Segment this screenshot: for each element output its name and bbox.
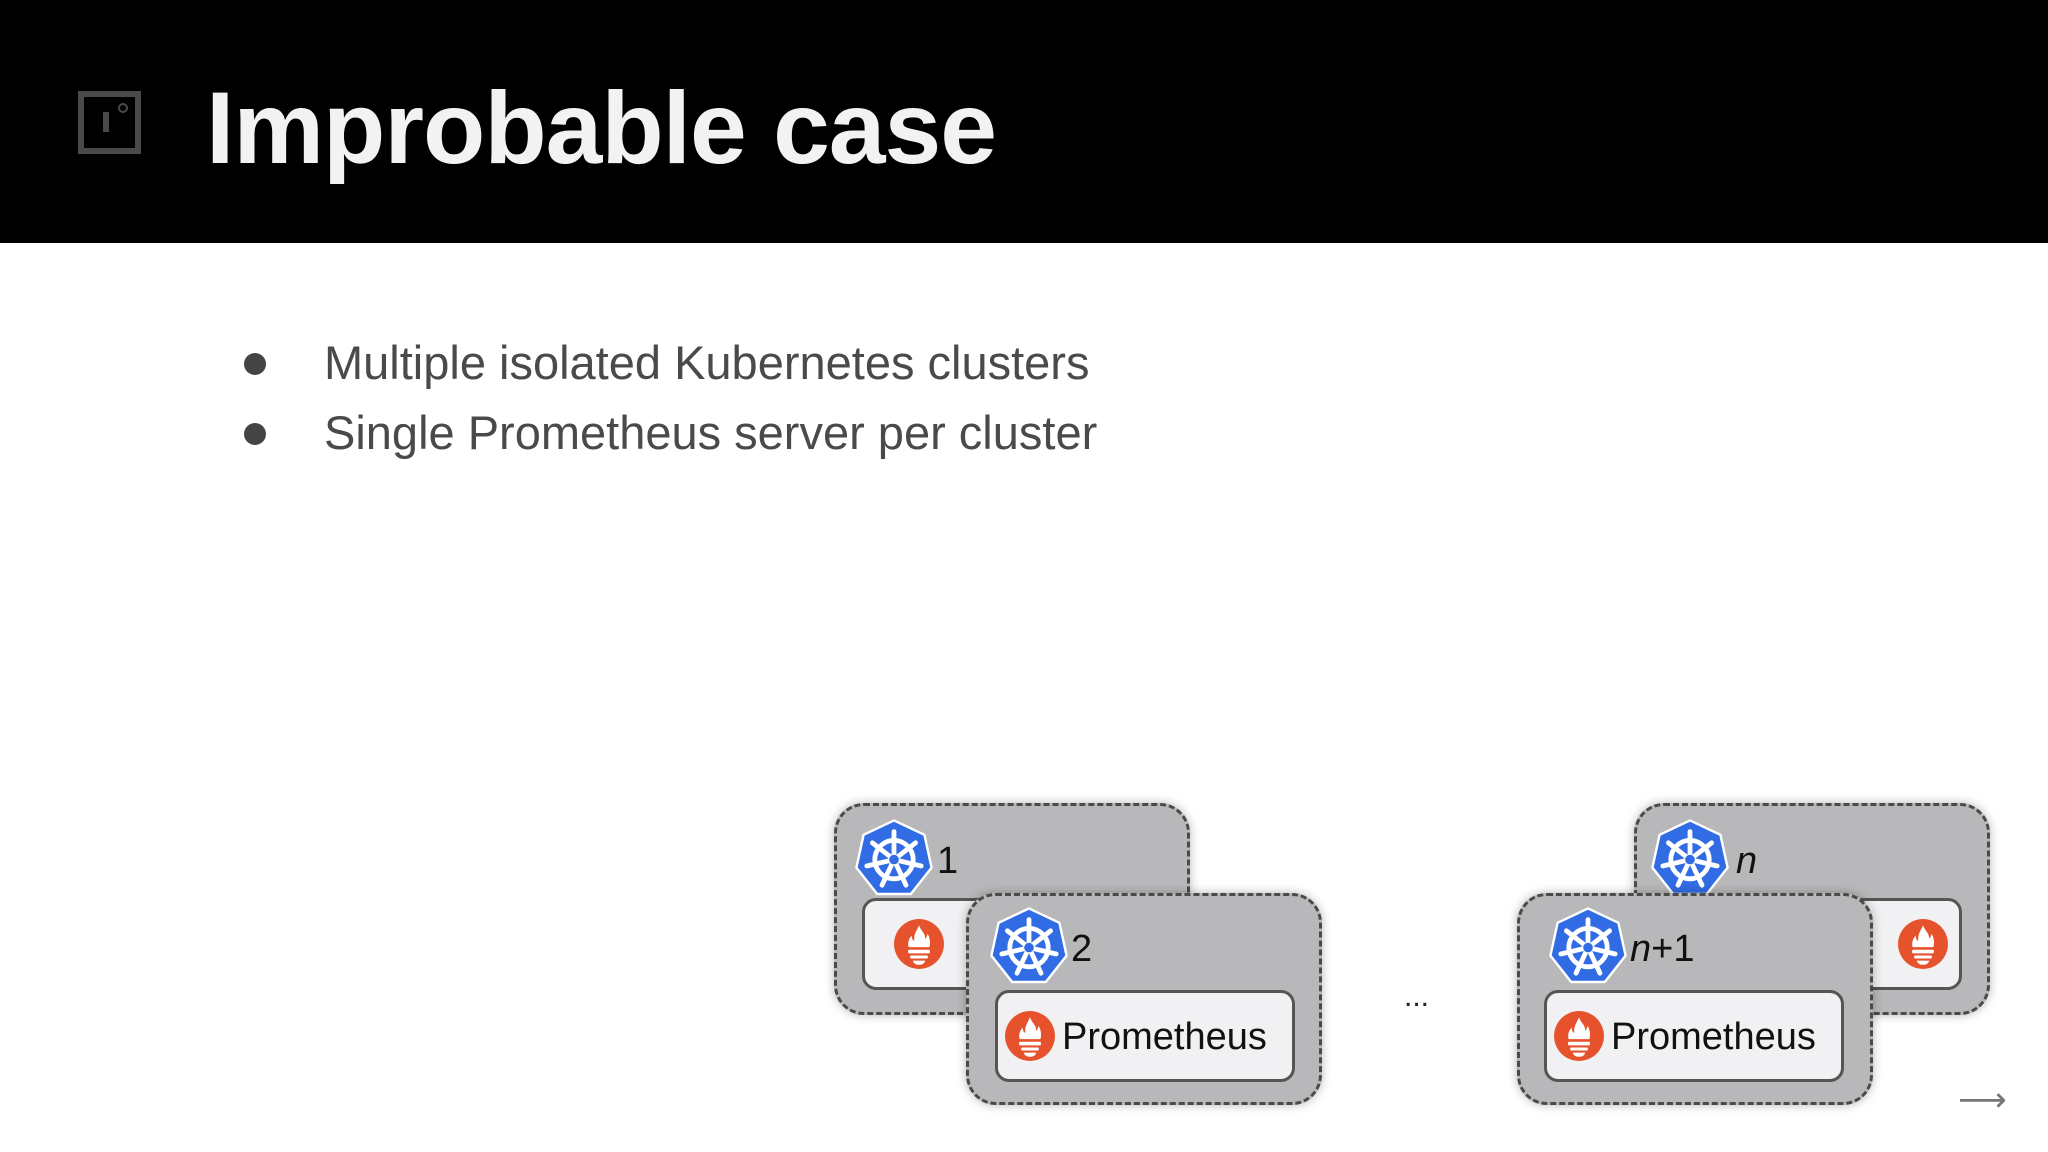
page-title: Improbable case	[206, 71, 997, 185]
bullet-dot	[244, 423, 266, 445]
cluster-label: n+1	[1630, 928, 1694, 971]
prometheus-label: Prometheus	[1062, 1016, 1267, 1058]
kubernetes-icon	[854, 818, 934, 898]
prometheus-label: Prometheus	[1611, 1016, 1816, 1058]
bullet-dot	[244, 353, 266, 375]
prometheus-icon	[893, 918, 945, 970]
arrow-right-icon[interactable]: ⟶	[1958, 1080, 2007, 1120]
kubernetes-icon	[1548, 906, 1628, 986]
cluster-label-variable: n	[1630, 928, 1652, 970]
prometheus-icon	[1897, 918, 1949, 970]
cluster-label: 2	[1071, 928, 1093, 970]
cluster-2: 2 Prometheus	[966, 893, 1322, 1105]
prometheus-server: Prometheus	[995, 990, 1295, 1082]
bullet-text: Multiple isolated Kubernetes clusters	[324, 336, 1090, 389]
cluster-label: 1	[937, 840, 959, 882]
kubernetes-icon	[1650, 818, 1730, 898]
cluster-label: n	[1736, 840, 1758, 882]
cluster-n-plus-1: n+1 Prometheus	[1517, 893, 1873, 1105]
bullet-text: Single Prometheus server per cluster	[324, 406, 1098, 459]
ellipsis: ...	[1404, 980, 1430, 1013]
slide-header: Improbable case	[0, 0, 2048, 243]
improbable-logo	[78, 91, 141, 154]
kubernetes-icon	[989, 906, 1069, 986]
prometheus-icon	[1553, 1010, 1605, 1062]
prometheus-server: Prometheus	[1544, 990, 1844, 1082]
cluster-label-suffix: +1	[1651, 928, 1695, 970]
prometheus-icon	[1004, 1010, 1056, 1062]
